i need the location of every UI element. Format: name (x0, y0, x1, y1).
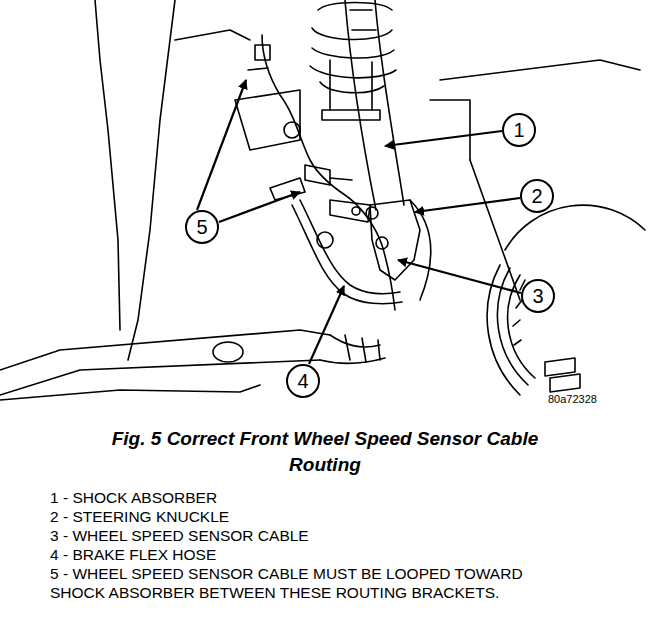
leader-line (385, 131, 502, 146)
legend-entry: 4 - BRAKE FLEX HOSE (50, 545, 570, 564)
callout-number: 5 (196, 217, 207, 237)
callout-circle: 5 (185, 210, 219, 244)
leader-line (415, 198, 520, 212)
leader-line (309, 286, 344, 364)
leader-line (197, 80, 246, 210)
callout-number: 4 (297, 371, 308, 391)
callout-number: 2 (531, 186, 542, 206)
legend-entry: 2 - STEERING KNUCKLE (50, 507, 570, 526)
figure-number: 80a72328 (548, 393, 597, 405)
callout-number: 1 (513, 120, 524, 140)
callout-circle: 1 (502, 113, 536, 147)
legend-entry: 1 - SHOCK ABSORBER (50, 488, 570, 507)
leader-line (398, 260, 521, 293)
callout-circle: 3 (521, 279, 555, 313)
legend-entry: 5 - WHEEL SPEED SENSOR CABLE MUST BE LOO… (50, 564, 570, 602)
callout-circle: 2 (520, 179, 554, 213)
leader-line (219, 192, 300, 222)
legend-entry: 3 - WHEEL SPEED SENSOR CABLE (50, 526, 570, 545)
callout-number: 3 (532, 286, 543, 306)
figure-caption: Fig. 5 Correct Front Wheel Speed Sensor … (80, 426, 570, 478)
callout-circle: 4 (286, 364, 320, 398)
